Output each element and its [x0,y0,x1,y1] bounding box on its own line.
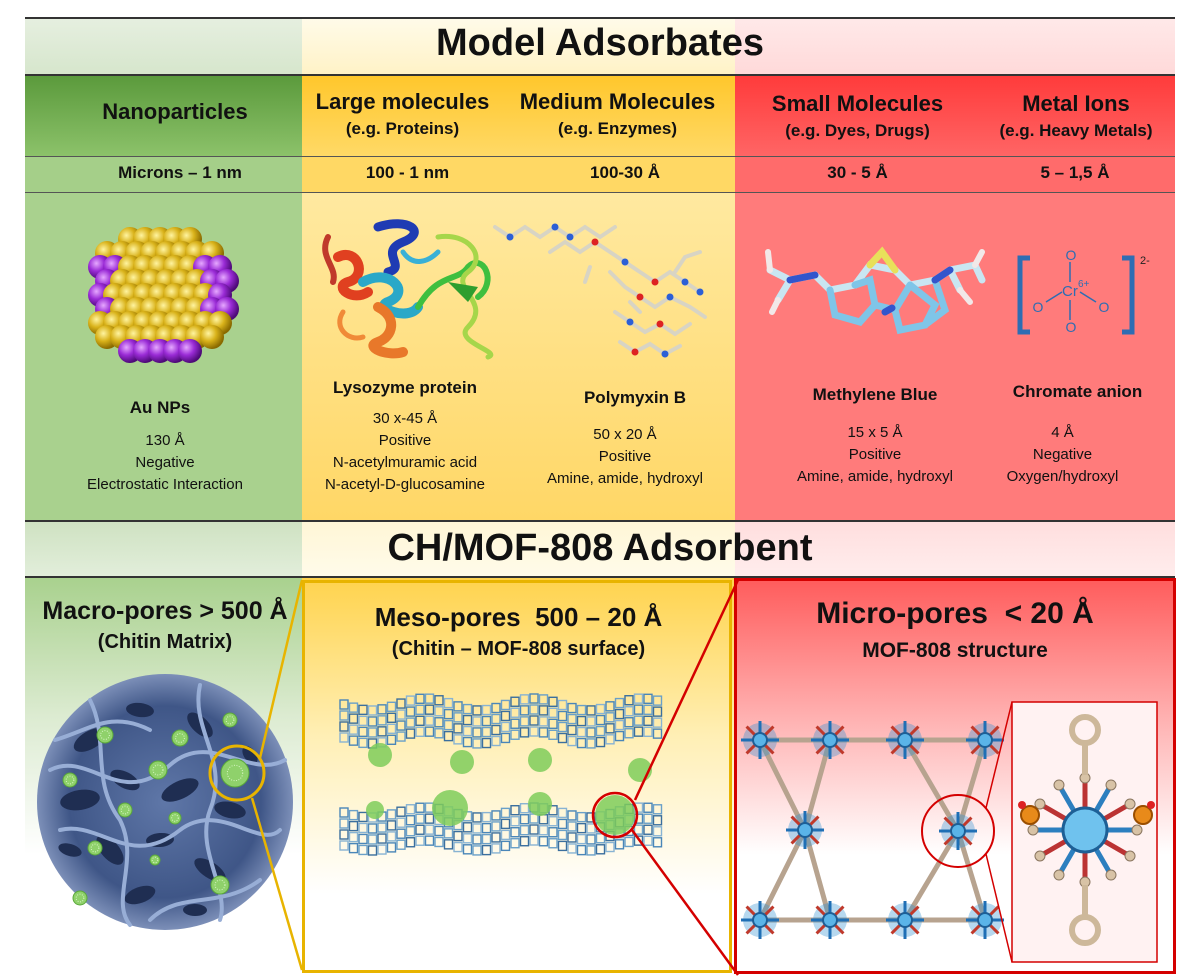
micro-pores-title-text: Micro-pores < 20 Å [816,597,1094,630]
size-row-green [25,157,302,192]
top-title-band-green [25,18,302,75]
size-large-molecules: 100 - 1 nm [365,163,450,182]
methylene-blue-prop-groups: Amine, amide, hydroxyl [797,468,953,485]
molecule-name-methylene-blue: Methylene Blue [812,385,938,404]
molecule-name-au-nps: Au NPs [129,398,191,417]
methylene-blue-prop-size: 15 x 5 Å [847,424,903,441]
molecule-name-polymyxin-b: Polymyxin B [583,388,687,407]
molecule-props-methylene-blue: 15 x 5 Å Positive Amine, amide, hydroxyl [765,422,985,488]
bottom-title-band-green [25,522,302,577]
chromate-o-bottom: O [1066,319,1077,335]
meso-pore-mof-sheets [339,579,740,976]
header-yellow [302,76,735,156]
header-green [25,76,302,156]
bottom-title-band-yellow [302,522,735,577]
header-large-molecules: Large molecules (e.g. Proteins) [300,88,505,139]
molecule-props-au-nps: 130 Å Negative Electrostatic Interaction [30,430,300,496]
header-small-molecules: Small Molecules (e.g. Dyes, Drugs) [745,90,970,141]
size-small-molecules: 30 - 5 Å [827,163,888,182]
macro-pores-title-text: Macro-pores > 500 Å [42,597,288,625]
chromate-cr-charge: 6+ [1078,279,1090,290]
macro-pore-sem-circle [37,579,304,971]
lysozyme-prop-size: 30 x-45 Å [372,410,438,427]
header-metal-ions-name: Metal Ions [1022,91,1130,116]
chromate-prop-charge: Negative [1032,446,1093,463]
molecule-props-polymyxin-b: 50 x 20 Å Positive Amine, amide, hydroxy… [520,424,730,490]
size-row-yellow [302,157,735,192]
header-nanoparticles: Nanoparticles [40,98,310,126]
header-small-molecules-example: (e.g. Dyes, Drugs) [785,120,930,140]
macro-pores-subtitle: (Chitin Matrix) [97,631,233,653]
divider-bottom-title [25,576,1175,578]
au-nps-prop-size: 130 Å [145,432,185,449]
chromate-prop-size: 4 Å [1051,424,1074,441]
header-metal-ions-example: (e.g. Heavy Metals) [999,120,1153,140]
au-nps-prop-interaction: Electrostatic Interaction [87,476,243,493]
meso-pores-title-text: Meso-pores 500 – 20 Å [374,602,663,632]
au-nanoparticle-illustration [88,227,239,363]
header-red [735,76,1175,156]
top-title-band-red [735,18,1175,75]
molecule-name-chromate: Chromate anion [1012,382,1143,401]
meso-pores-title: Meso-pores 500 – 20 Å (Chitin – MOF-808 … [302,602,735,661]
content-red [735,193,1175,521]
macro-pores-title: Macro-pores > 500 Å (Chitin Matrix) [25,596,305,654]
lysozyme-prop-group-1: N-acetylmuramic acid [332,454,478,471]
chromate-prop-groups: Oxygen/hydroxyl [1006,468,1119,485]
divider-top [25,17,1175,19]
header-large-molecules-example: (e.g. Proteins) [345,118,460,138]
chromate-o-right: O [1099,299,1110,315]
header-medium-molecules-example: (e.g. Enzymes) [557,118,678,138]
lysozyme-ribbon-illustration [322,219,494,360]
chromate-cr: Cr [1062,283,1078,300]
divider-mid [25,520,1175,522]
molecule-props-lysozyme: 30 x-45 Å Positive N-acetylmuramic acid … [305,408,505,496]
chromate-o-top: O [1066,247,1077,263]
molecule-name-lysozyme: Lysozyme protein [333,378,477,397]
top-title-band-yellow [302,18,735,75]
content-yellow [302,193,735,521]
micro-pores-subtitle: MOF-808 structure [862,639,1048,662]
header-large-molecules-name: Large molecules [315,89,490,114]
header-medium-molecules-name: Medium Molecules [519,89,716,114]
bottom-title: CH/MOF-808 Adsorbent [387,527,813,569]
chromate-charge: 2- [1140,255,1150,267]
size-metal-ions: 5 – 1,5 Å [1040,163,1110,182]
methylene-blue-illustration [765,246,986,335]
polymyxin-prop-charge: Positive [598,448,652,465]
bottom-title-band-red [735,522,1175,577]
divider-header [25,156,1175,157]
au-nps-prop-charge: Negative [135,454,195,471]
size-nanoparticles: Microns – 1 nm [118,163,242,182]
chromate-anion-illustration: O Cr 6+ O O O 2- [1017,247,1150,335]
divider-under-title [25,74,1175,76]
header-medium-molecules: Medium Molecules (e.g. Enzymes) [500,88,735,139]
header-nanoparticles-name: Nanoparticles [102,99,248,124]
header-small-molecules-name: Small Molecules [771,91,944,116]
polymyxin-b-stick-illustration [493,223,707,358]
molecule-props-chromate: 4 Å Negative Oxygen/hydroxyl [985,422,1140,488]
chromate-o-left: O [1033,299,1044,315]
lysozyme-prop-charge: Positive [378,432,432,449]
micro-pores-title: Micro-pores < 20 Å MOF-808 structure [735,596,1175,663]
polymyxin-prop-groups: Amine, amide, hydroxyl [547,470,703,487]
header-metal-ions: Metal Ions (e.g. Heavy Metals) [970,90,1182,141]
size-medium-molecules: 100-30 Å [590,163,660,182]
meso-frame [302,580,732,973]
micro-pore-mof-framework [741,701,1158,963]
divider-size [25,192,1175,193]
meso-pores-subtitle: (Chitin – MOF-808 surface) [391,638,646,661]
micro-frame [734,578,1176,974]
meso-panel-bg [302,578,735,973]
methylene-blue-prop-charge: Positive [848,446,902,463]
top-title: Model Adsorbates [436,22,764,64]
polymyxin-prop-size: 50 x 20 Å [593,426,657,443]
size-row-red [735,157,1175,192]
lysozyme-prop-group-2: N-acetyl-D-glucosamine [324,476,486,493]
